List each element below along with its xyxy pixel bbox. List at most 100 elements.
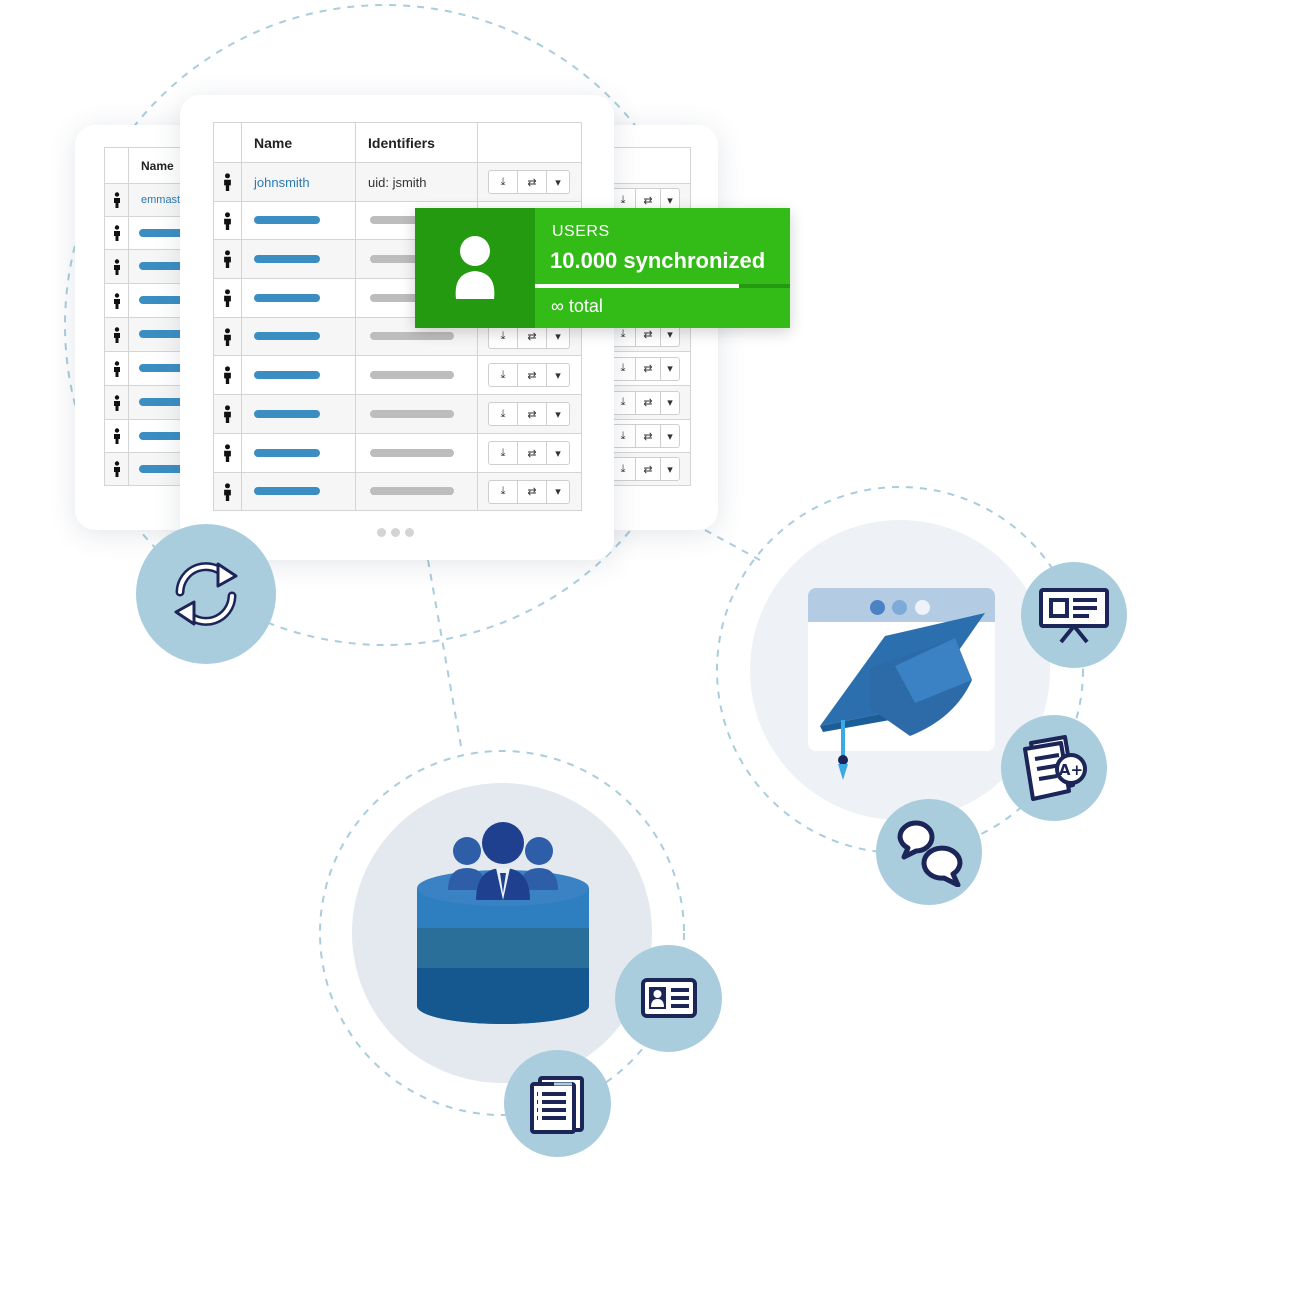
table-row: ⤓⇄ ▾	[213, 433, 582, 473]
download-icon[interactable]: ⤓	[489, 325, 518, 348]
id-card-bubble[interactable]	[615, 945, 722, 1052]
name-placeholder-bar	[254, 216, 320, 225]
sync-arrows-icon[interactable]: ⇄	[518, 442, 547, 464]
browser-titlebar	[808, 588, 995, 622]
sync-arrows-icon[interactable]: ⇄	[518, 171, 547, 193]
caret-down-icon[interactable]: ▾	[555, 486, 561, 498]
download-icon[interactable]: ⤓	[489, 442, 518, 464]
window-dot	[870, 600, 885, 615]
download-icon[interactable]: ⤓	[611, 323, 636, 346]
name-placeholder-bar	[254, 293, 320, 302]
name-placeholder-bar	[254, 370, 320, 379]
table-row: johnsmith uid: jsmith ⤓⇄ ▾	[213, 162, 582, 202]
download-icon[interactable]: ⤓	[489, 171, 518, 193]
connector-line-2	[704, 529, 761, 561]
download-icon[interactable]: ⤓	[489, 480, 518, 503]
chat-bubbles-icon	[897, 820, 963, 887]
sync-arrows-icon[interactable]: ⇄	[518, 364, 547, 386]
presentation-board-icon	[1039, 588, 1109, 644]
person-icon	[224, 211, 231, 230]
row-action-group: ⤓⇄ ▾	[610, 457, 680, 481]
download-icon[interactable]: ⤓	[611, 189, 636, 211]
sync-arrows-icon[interactable]: ⇄	[636, 357, 661, 380]
identifier-placeholder-bar	[370, 370, 454, 379]
graduation-cap-icon	[820, 613, 985, 780]
person-icon	[113, 225, 120, 241]
sync-arrows-icon[interactable]: ⇄	[518, 480, 547, 503]
row-action-group: ⤓⇄ ▾	[610, 424, 680, 448]
person-icon	[224, 289, 231, 307]
graded-paper-icon: A+	[1023, 735, 1087, 801]
person-icon	[224, 366, 231, 384]
row-action-group: ⤓⇄ ▾	[488, 402, 570, 426]
document-list-icon	[530, 1076, 584, 1134]
caret-down-icon[interactable]: ▾	[667, 397, 673, 409]
caret-down-icon[interactable]: ▾	[555, 408, 561, 421]
name-placeholder-bar	[139, 228, 199, 237]
identifier-placeholder-bar	[370, 216, 454, 225]
caret-down-icon[interactable]: ▾	[667, 430, 673, 443]
identifier-placeholder-bar	[370, 409, 454, 418]
window-dot	[915, 600, 930, 615]
name-placeholder-bar	[139, 431, 199, 440]
caret-down-icon[interactable]: ▾	[667, 329, 673, 341]
table-row: ⤓⇄ ▾	[213, 394, 582, 434]
sync-arrows-icon[interactable]: ⇄	[636, 425, 661, 447]
row-action-group: ⤓⇄ ▾	[488, 170, 570, 194]
table-row: ⤓⇄ ▾	[213, 472, 582, 511]
chat-bubble[interactable]	[876, 799, 982, 905]
person-icon	[113, 292, 120, 309]
sync-arrows-icon[interactable]: ⇄	[518, 325, 547, 348]
person-icon	[224, 444, 231, 462]
caret-down-icon[interactable]: ▾	[667, 363, 673, 375]
person-icon	[113, 258, 120, 275]
caret-down-icon[interactable]: ▾	[555, 176, 561, 189]
column-header-identifiers: Identifiers	[355, 122, 478, 163]
identifier-placeholder-bar	[370, 487, 454, 496]
download-icon[interactable]: ⤓	[611, 357, 636, 380]
download-icon[interactable]: ⤓	[489, 364, 518, 386]
caret-down-icon[interactable]: ▾	[667, 194, 673, 207]
caret-down-icon[interactable]: ▾	[555, 369, 561, 382]
person-icon	[224, 405, 231, 423]
person-icon	[224, 327, 231, 346]
person-icon	[113, 461, 120, 477]
download-icon[interactable]: ⤓	[611, 425, 636, 447]
window-dot	[892, 600, 907, 615]
identifier-placeholder-bar	[370, 293, 454, 302]
row-action-group: ⤓⇄ ▾	[488, 441, 570, 465]
identifier-placeholder-bar	[370, 448, 454, 457]
presentation-bubble[interactable]	[1021, 562, 1127, 668]
sync-arrows-icon[interactable]: ⇄	[636, 189, 661, 211]
sync-arrows-icon[interactable]: ⇄	[636, 458, 661, 480]
document-bubble[interactable]	[504, 1050, 611, 1157]
person-icon	[113, 394, 120, 411]
caret-down-icon[interactable]: ▾	[555, 447, 561, 460]
caret-down-icon[interactable]: ▾	[667, 463, 673, 476]
sync-arrows-icon[interactable]: ⇄	[518, 403, 547, 425]
name-placeholder-bar	[139, 364, 199, 373]
user-link[interactable]: johnsmith	[241, 162, 356, 202]
pagination-dots[interactable]	[377, 524, 414, 542]
dashed-orbit-edu	[716, 486, 1084, 854]
download-icon[interactable]: ⤓	[611, 458, 636, 480]
user-avatar-icon	[455, 236, 495, 299]
user-identifier: uid: jsmith	[355, 162, 478, 202]
table-row: ⤓⇄ ▾	[213, 355, 582, 395]
row-action-group: ⤓⇄ ▾	[610, 390, 680, 415]
name-placeholder-bar	[254, 332, 320, 341]
group-database-icon	[417, 822, 589, 1024]
download-icon[interactable]: ⤓	[611, 391, 636, 414]
badge-info-panel: USERS 10.000 synchronized ∞ total	[535, 208, 790, 328]
badge-total: ∞ total	[551, 296, 603, 316]
refresh-bubble[interactable]	[136, 524, 276, 664]
column-header-name: Name	[241, 122, 356, 163]
person-icon	[224, 173, 231, 191]
download-icon[interactable]: ⤓	[489, 403, 518, 425]
graded-paper-bubble[interactable]: A+	[1001, 715, 1107, 821]
sync-arrows-icon[interactable]: ⇄	[636, 391, 661, 414]
sync-arrows-icon[interactable]: ⇄	[636, 323, 661, 346]
person-icon	[113, 326, 120, 343]
badge-avatar-panel	[415, 208, 535, 328]
caret-down-icon[interactable]: ▾	[555, 331, 561, 343]
